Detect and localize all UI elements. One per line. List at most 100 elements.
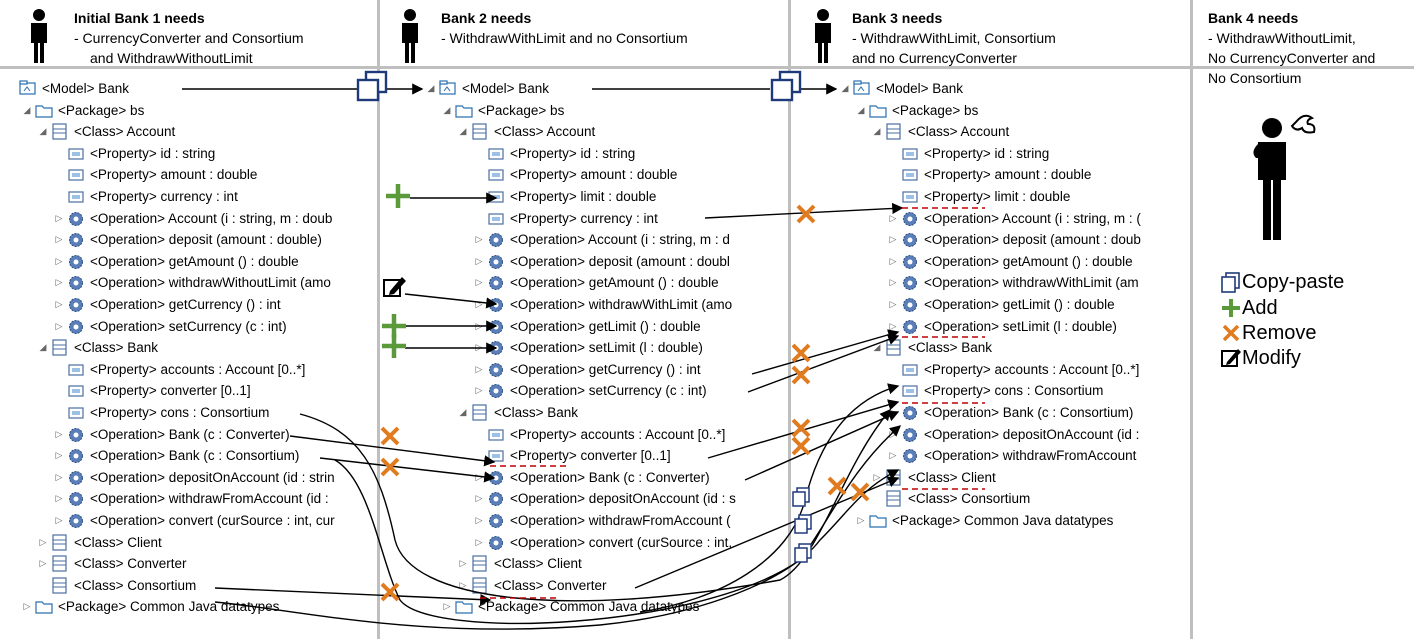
- expand-toggle-icon[interactable]: ▷: [55, 471, 63, 482]
- tree-row-operation[interactable]: ▷<Operation> setCurrency (c : int): [52, 316, 372, 337]
- expand-toggle-icon[interactable]: ▷: [55, 493, 63, 504]
- tree-row-property[interactable]: <Property> cons : Consortium: [52, 402, 372, 423]
- expand-toggle-icon[interactable]: ▷: [459, 558, 467, 569]
- tree-row-property[interactable]: <Property> id : string: [52, 143, 372, 164]
- expand-toggle-icon[interactable]: ◢: [857, 104, 865, 115]
- tree-row-operation[interactable]: ▷<Operation> convert (curSource : int, c…: [52, 510, 372, 531]
- tree-row-operation[interactable]: ▷<Operation> withdrawFromAccount: [886, 445, 1186, 466]
- expand-toggle-icon[interactable]: ▷: [889, 407, 897, 417]
- tree-row-class[interactable]: ◢<Class> Account: [870, 121, 1186, 142]
- expand-toggle-icon[interactable]: ▷: [873, 471, 881, 482]
- expand-toggle-icon[interactable]: ▷: [55, 234, 63, 245]
- tree-row-class[interactable]: ◢<Class> Account: [36, 121, 372, 142]
- expand-toggle-icon[interactable]: ◢: [39, 342, 47, 353]
- tree-row-class[interactable]: <Class> Consortium: [870, 488, 1186, 509]
- tree-row-operation[interactable]: ▷<Operation> depositOnAccount (id :: [886, 424, 1186, 445]
- tree-row-model[interactable]: ◢<Model> Bank: [424, 78, 786, 99]
- expand-toggle-icon[interactable]: ▷: [475, 385, 483, 396]
- tree-row-operation[interactable]: ▷<Operation> withdrawFromAccount (id :: [52, 488, 372, 509]
- tree-row-property[interactable]: <Property> limit : double: [472, 186, 786, 207]
- tree-row-property[interactable]: <Property> currency : int: [52, 186, 372, 207]
- expand-toggle-icon[interactable]: ▷: [39, 536, 47, 547]
- expand-toggle-icon[interactable]: ▷: [475, 320, 483, 331]
- tree-row-operation[interactable]: ▷<Operation> getLimit () : double: [472, 316, 786, 337]
- expand-toggle-icon[interactable]: ▷: [889, 450, 897, 461]
- expand-toggle-icon[interactable]: ◢: [427, 83, 435, 93]
- tree-row-property[interactable]: <Property> accounts : Account [0..*]: [52, 359, 372, 380]
- tree-row-package[interactable]: ▷<Package> Common Java datatypes: [440, 596, 786, 617]
- expand-toggle-icon[interactable]: ▷: [55, 320, 63, 331]
- tree-row-operation[interactable]: ▷<Operation> setCurrency (c : int): [472, 380, 786, 401]
- tree-row-package[interactable]: ▷<Package> Common Java datatypes: [20, 596, 372, 617]
- tree-row-class[interactable]: ▷<Class> Client: [456, 553, 786, 574]
- tree-row-property[interactable]: <Property> id : string: [886, 143, 1186, 164]
- expand-toggle-icon[interactable]: ▷: [475, 299, 483, 309]
- tree-row-operation[interactable]: ▷<Operation> getCurrency () : int: [52, 294, 372, 315]
- tree-row-property[interactable]: <Property> accounts : Account [0..*]: [472, 424, 786, 445]
- expand-toggle-icon[interactable]: ▷: [475, 363, 483, 374]
- expand-toggle-icon[interactable]: ▷: [889, 234, 897, 245]
- expand-toggle-icon[interactable]: ▷: [857, 515, 865, 525]
- tree-row-operation[interactable]: ▷<Operation> Bank (c : Consortium): [52, 445, 372, 466]
- expand-toggle-icon[interactable]: ▷: [889, 277, 897, 288]
- tree-row-class[interactable]: ◢<Class> Bank: [456, 402, 786, 423]
- tree-row-operation[interactable]: ▷<Operation> Account (i : string, m : d: [472, 229, 786, 250]
- tree-row-operation[interactable]: ▷<Operation> withdrawWithoutLimit (amo: [52, 272, 372, 293]
- expand-toggle-icon[interactable]: ▷: [475, 342, 483, 353]
- tree-row-operation[interactable]: ▷<Operation> getCurrency () : int: [472, 359, 786, 380]
- tree-row-class[interactable]: ▷<Class> Client: [36, 532, 372, 553]
- tree-row-operation[interactable]: ▷<Operation> setLimit (l : double): [472, 337, 786, 358]
- tree-row-operation[interactable]: ▷<Operation> depositOnAccount (id : s: [472, 488, 786, 509]
- tree-row-property[interactable]: <Property> converter [0..1]: [52, 380, 372, 401]
- expand-toggle-icon[interactable]: ▷: [475, 277, 483, 288]
- tree-row-property[interactable]: <Property> cons : Consortium: [886, 380, 1186, 401]
- expand-toggle-icon[interactable]: ▷: [39, 558, 47, 569]
- tree-row-operation[interactable]: ▷<Operation> Bank (c : Converter): [472, 467, 786, 488]
- expand-toggle-icon[interactable]: ▷: [889, 299, 897, 309]
- tree-row-operation[interactable]: ▷<Operation> deposit (amount : double): [52, 229, 372, 250]
- tree-row-operation[interactable]: ▷<Operation> depositOnAccount (id : stri…: [52, 467, 372, 488]
- expand-toggle-icon[interactable]: ▷: [475, 536, 483, 547]
- tree-row-class[interactable]: ◢<Class> Bank: [36, 337, 372, 358]
- tree-row-package[interactable]: ◢<Package> bs: [854, 100, 1186, 121]
- tree-row-class[interactable]: ◢<Class> Bank: [870, 337, 1186, 358]
- tree-row-property[interactable]: <Property> id : string: [472, 143, 786, 164]
- tree-row-class[interactable]: ◢<Class> Account: [456, 121, 786, 142]
- expand-toggle-icon[interactable]: ▷: [55, 299, 63, 309]
- tree-row-model[interactable]: ◢<Model> Bank: [838, 78, 1186, 99]
- expand-toggle-icon[interactable]: ▷: [55, 428, 63, 439]
- tree-row-class[interactable]: ▷<Class> Converter: [456, 575, 786, 596]
- expand-toggle-icon[interactable]: ▷: [475, 234, 483, 245]
- tree-row-property[interactable]: <Property> amount : double: [886, 164, 1186, 185]
- tree-row-operation[interactable]: ▷<Operation> Account (i : string, m : do…: [52, 208, 372, 229]
- tree-row-operation[interactable]: ▷<Operation> setLimit (l : double): [886, 316, 1186, 337]
- expand-toggle-icon[interactable]: ▷: [889, 255, 897, 266]
- tree-row-class[interactable]: ▷<Class> Converter: [36, 553, 372, 574]
- expand-toggle-icon[interactable]: ◢: [873, 342, 881, 353]
- expand-toggle-icon[interactable]: ▷: [459, 579, 467, 590]
- tree-row-operation[interactable]: ▷<Operation> withdrawWithLimit (am: [886, 272, 1186, 293]
- tree-row-package[interactable]: ◢<Package> bs: [440, 100, 786, 121]
- tree-row-package[interactable]: ◢<Package> bs: [20, 100, 372, 121]
- expand-toggle-icon[interactable]: ▷: [475, 515, 483, 525]
- tree-row-model[interactable]: <Model> Bank: [4, 78, 372, 99]
- tree-row-class[interactable]: ▷<Class> Client: [870, 467, 1186, 488]
- tree-row-property[interactable]: <Property> accounts : Account [0..*]: [886, 359, 1186, 380]
- tree-row-property[interactable]: <Property> amount : double: [52, 164, 372, 185]
- tree-row-property[interactable]: <Property> currency : int: [472, 208, 786, 229]
- tree-row-class[interactable]: <Class> Consortium: [36, 575, 372, 596]
- expand-toggle-icon[interactable]: ◢: [443, 104, 451, 115]
- tree-row-operation[interactable]: ▷<Operation> deposit (amount : doubl: [472, 251, 786, 272]
- expand-toggle-icon[interactable]: ▷: [55, 277, 63, 288]
- tree-row-operation[interactable]: ▷<Operation> getAmount () : double: [52, 251, 372, 272]
- tree-row-operation[interactable]: ▷<Operation> getAmount () : double: [886, 251, 1186, 272]
- expand-toggle-icon[interactable]: ▷: [475, 471, 483, 482]
- expand-toggle-icon[interactable]: ▷: [889, 212, 897, 223]
- tree-row-operation[interactable]: ▷<Operation> Account (i : string, m : (: [886, 208, 1186, 229]
- tree-row-operation[interactable]: ▷<Operation> Bank (c : Converter): [52, 424, 372, 445]
- expand-toggle-icon[interactable]: ▷: [889, 320, 897, 331]
- tree-row-property[interactable]: <Property> limit : double: [886, 186, 1186, 207]
- expand-toggle-icon[interactable]: ▷: [55, 212, 63, 223]
- tree-row-property[interactable]: <Property> amount : double: [472, 164, 786, 185]
- tree-row-operation[interactable]: ▷<Operation> withdrawFromAccount (: [472, 510, 786, 531]
